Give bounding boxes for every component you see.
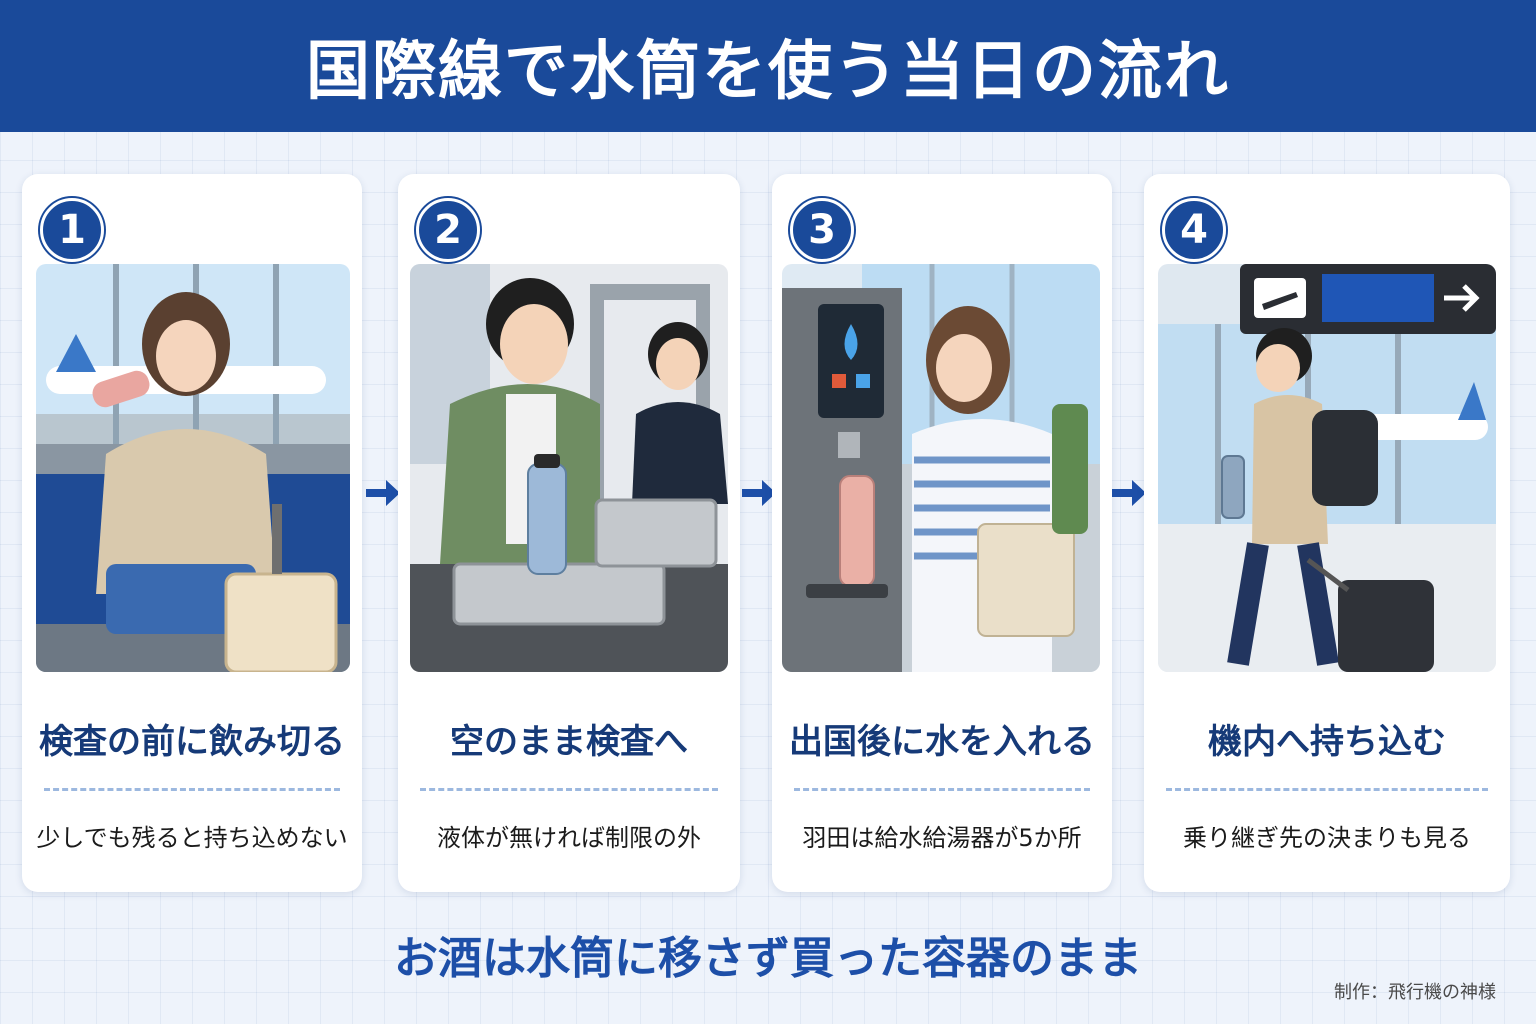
step-number-badge: 2 [416,198,480,262]
step-note: 羽田は給水給湯器が5か所 [802,824,1082,852]
step-number-badge: 1 [40,198,104,262]
illustration-boarding [1158,264,1496,672]
header-banner: 国際線で水筒を使う当日の流れ [0,0,1536,132]
step-card-4: 4 機内へ持ち込む 乗り継ぎ先の決まりも見る [1144,174,1510,892]
step-title: 検査の前に飲み切る [39,722,345,762]
dashed-divider [420,788,718,791]
step-note: 乗り継ぎ先の決まりも見る [1183,824,1471,852]
footer-message: お酒は水筒に移さず買った容器のまま [394,933,1142,984]
arrow-right-icon [1112,480,1146,506]
dashed-divider [1166,788,1488,791]
step-number-badge: 3 [790,198,854,262]
dashed-divider [794,788,1090,791]
step-number-badge: 4 [1162,198,1226,262]
step-note: 少しでも残ると持ち込めない [36,824,348,852]
step-card-3: 3 [772,174,1112,892]
arrow-right-icon [366,480,400,506]
step-card-2: 2 空のまま検査へ 液体が無ければ制限の外 [398,174,740,892]
dashed-divider [44,788,340,791]
illustration-security-check [410,264,728,672]
page-title: 国際線で水筒を使う当日の流れ [306,35,1230,109]
credit-text: 制作：飛行機の神様 [1334,982,1496,1003]
step-title: 機内へ持ち込む [1208,722,1446,762]
illustration-drink-before-security [36,264,350,672]
arrow-right-icon [742,480,776,506]
illustration-water-refill [782,264,1100,672]
step-note: 液体が無ければ制限の外 [437,824,701,852]
step-title: 出国後に水を入れる [789,722,1095,762]
step-card-1: 1 検査の前に飲み切る 少しでも残ると持ち込めない [22,174,362,892]
step-title: 空のまま検査へ [450,722,688,762]
